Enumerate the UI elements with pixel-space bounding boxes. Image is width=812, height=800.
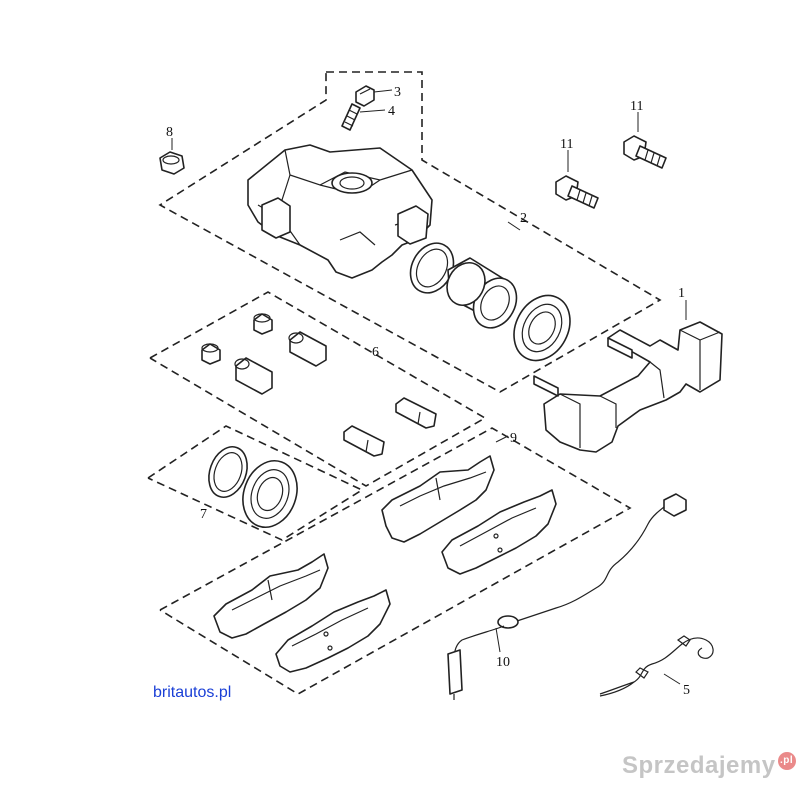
- callout-10: 10: [496, 655, 510, 670]
- guide-pin-a: [395, 397, 437, 429]
- leader-2: [507, 221, 521, 231]
- caliper-body-part-2: [247, 144, 433, 279]
- dust-boot-part-7: [242, 460, 298, 528]
- piston-seal-ring: [409, 242, 455, 294]
- callout-6: 6: [372, 345, 379, 360]
- callout-11-a: 11: [560, 137, 573, 152]
- callout-11-b: 11: [630, 99, 643, 114]
- carrier-bolt-part-11-a: [555, 175, 599, 209]
- callout-5: 5: [683, 683, 690, 698]
- watermark-text: Sprzedajemy: [622, 752, 776, 779]
- watermark: Sprzedajemy.pl: [622, 752, 796, 780]
- group-6-outline: [149, 291, 487, 487]
- leader-4: [359, 109, 386, 113]
- callout-8: 8: [166, 125, 173, 140]
- brake-pad-lower-rear: [213, 553, 329, 639]
- callout-7: 7: [200, 507, 207, 522]
- carrier-bolt-part-11-b: [623, 135, 667, 169]
- callout-4: 4: [388, 104, 395, 119]
- guide-pin-b: [343, 425, 385, 457]
- leader-9: [495, 435, 509, 443]
- source-label: britautos.pl: [153, 684, 232, 701]
- brake-pad-lower-front: [275, 589, 391, 673]
- guide-bush-long-b: [234, 357, 273, 395]
- wear-sensor-part-10: [447, 493, 687, 700]
- leader-3: [373, 89, 393, 93]
- callout-9: 9: [510, 431, 517, 446]
- dust-cap-part-8: [159, 151, 185, 175]
- seal-ring-part-7: [208, 446, 248, 498]
- leader-5: [663, 673, 681, 685]
- watermark-badge: .pl: [777, 752, 796, 770]
- group-2-outline: [158, 71, 662, 393]
- caliper-carrier-part-1: [533, 321, 723, 453]
- wire-clip-part-5: [599, 635, 714, 697]
- bleed-screw-part-4: [341, 103, 361, 131]
- group-9-outline: [159, 427, 632, 695]
- leader-10: [495, 627, 501, 653]
- brake-pad-upper-front: [441, 489, 557, 575]
- callout-3: 3: [394, 85, 401, 100]
- bleed-cap-part-3: [355, 85, 375, 107]
- piston: [446, 257, 518, 329]
- guide-bush-long-a: [288, 331, 327, 367]
- guide-bush-small-a: [253, 313, 273, 335]
- guide-bush-small-b: [201, 343, 221, 365]
- piston-dust-boot: [513, 294, 571, 362]
- callout-1: 1: [678, 286, 685, 301]
- callout-2: 2: [520, 211, 527, 226]
- brake-pad-upper-rear: [381, 455, 495, 543]
